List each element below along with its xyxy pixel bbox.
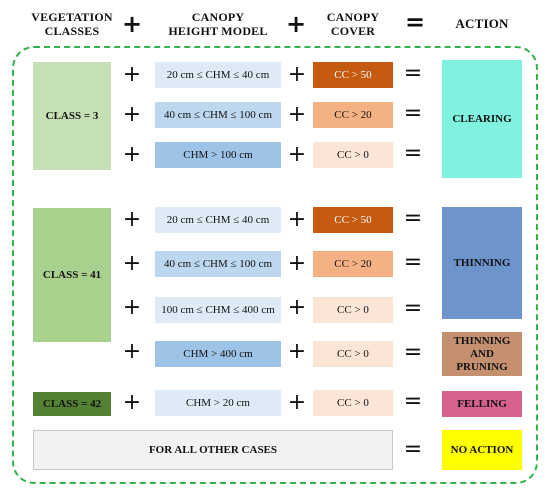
- plus-operator: +: [287, 339, 307, 364]
- plus-operator: +: [122, 295, 142, 320]
- action-no-action: NO ACTION: [442, 430, 522, 470]
- cc-condition: CC > 50: [313, 62, 393, 88]
- chm-condition: CHM > 20 cm: [155, 390, 281, 416]
- chm-condition: 20 cm ≤ CHM ≤ 40 cm: [155, 207, 281, 233]
- equals-operator: =: [403, 340, 423, 365]
- class-3-box: CLASS = 3: [33, 62, 111, 170]
- chm-condition: CHM > 100 cm: [155, 142, 281, 168]
- header-vegetation-classes: VEGETATION CLASSES: [31, 10, 113, 38]
- header-plus-2: +: [286, 10, 307, 38]
- plus-operator: +: [122, 142, 142, 167]
- class-42-box: CLASS = 42: [33, 392, 111, 416]
- action-thinning: THINNING: [442, 207, 522, 319]
- header-action: ACTION: [455, 16, 509, 31]
- cc-condition: CC > 0: [313, 390, 393, 416]
- equals-operator: =: [403, 141, 423, 166]
- other-cases-box: FOR ALL OTHER CASES: [33, 430, 393, 470]
- plus-operator: +: [287, 102, 307, 127]
- cc-condition: CC > 20: [313, 102, 393, 128]
- header-equals: =: [405, 8, 426, 36]
- equals-operator: =: [403, 389, 423, 414]
- plus-operator: +: [122, 390, 142, 415]
- chm-condition: 20 cm ≤ CHM ≤ 40 cm: [155, 62, 281, 88]
- plus-operator: +: [287, 207, 307, 232]
- equals-operator: =: [403, 206, 423, 231]
- plus-operator: +: [122, 207, 142, 232]
- equals-operator: =: [403, 101, 423, 126]
- plus-operator: +: [122, 102, 142, 127]
- equals-operator: =: [403, 437, 423, 462]
- action-felling: FELLING: [442, 391, 522, 417]
- plus-operator: +: [122, 339, 142, 364]
- plus-operator: +: [287, 62, 307, 87]
- chm-condition: CHM > 400 cm: [155, 341, 281, 367]
- cc-condition: CC > 0: [313, 297, 393, 323]
- action-thinning-and-pruning: THINNING AND PRUNING: [442, 332, 522, 376]
- chm-condition: 100 cm ≤ CHM ≤ 400 cm: [155, 297, 281, 323]
- equals-operator: =: [403, 296, 423, 321]
- equals-operator: =: [403, 250, 423, 275]
- class-41-box: CLASS = 41: [33, 208, 111, 342]
- plus-operator: +: [122, 62, 142, 87]
- cc-condition: CC > 0: [313, 341, 393, 367]
- chm-condition: 40 cm ≤ CHM ≤ 100 cm: [155, 251, 281, 277]
- equals-operator: =: [403, 61, 423, 86]
- plus-operator: +: [287, 142, 307, 167]
- action-clearing: CLEARING: [442, 60, 522, 178]
- cc-condition: CC > 20: [313, 251, 393, 277]
- header-canopy-height-model: CANOPY HEIGHT MODEL: [168, 10, 268, 38]
- header-canopy-cover: CANOPY COVER: [326, 10, 380, 38]
- plus-operator: +: [122, 251, 142, 276]
- cc-condition: CC > 0: [313, 142, 393, 168]
- plus-operator: +: [287, 390, 307, 415]
- plus-operator: +: [287, 251, 307, 276]
- cc-condition: CC > 50: [313, 207, 393, 233]
- dashed-frame: [12, 46, 538, 484]
- plus-operator: +: [287, 295, 307, 320]
- header-plus-1: +: [122, 10, 143, 38]
- chm-condition: 40 cm ≤ CHM ≤ 100 cm: [155, 102, 281, 128]
